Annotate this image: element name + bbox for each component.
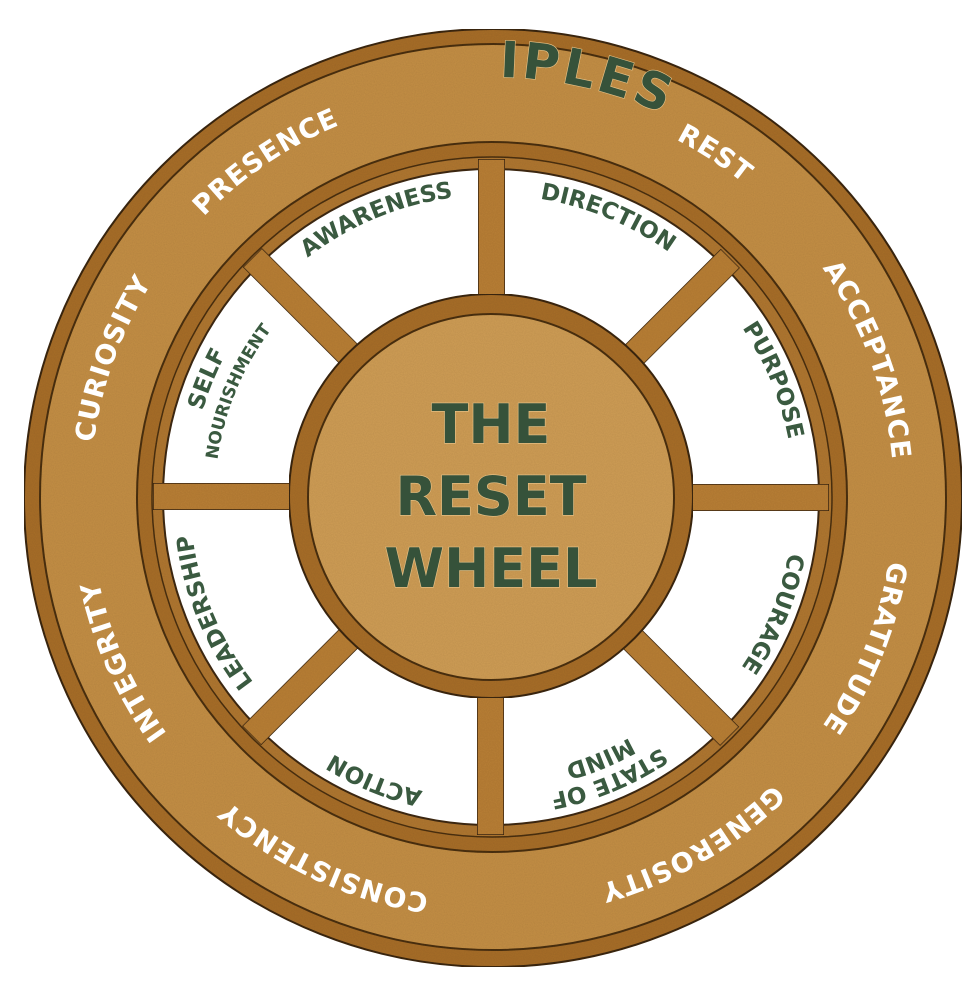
title-line-1: THE <box>432 393 551 456</box>
spoke <box>152 482 304 511</box>
wheel-title: THE RESET WHEEL <box>384 392 598 600</box>
spoke <box>476 684 505 836</box>
spoke <box>678 483 830 512</box>
title-line-2: RESET <box>395 465 586 528</box>
spoke <box>477 158 506 310</box>
title-line-3: WHEEL <box>385 537 598 600</box>
hub <box>288 293 694 699</box>
